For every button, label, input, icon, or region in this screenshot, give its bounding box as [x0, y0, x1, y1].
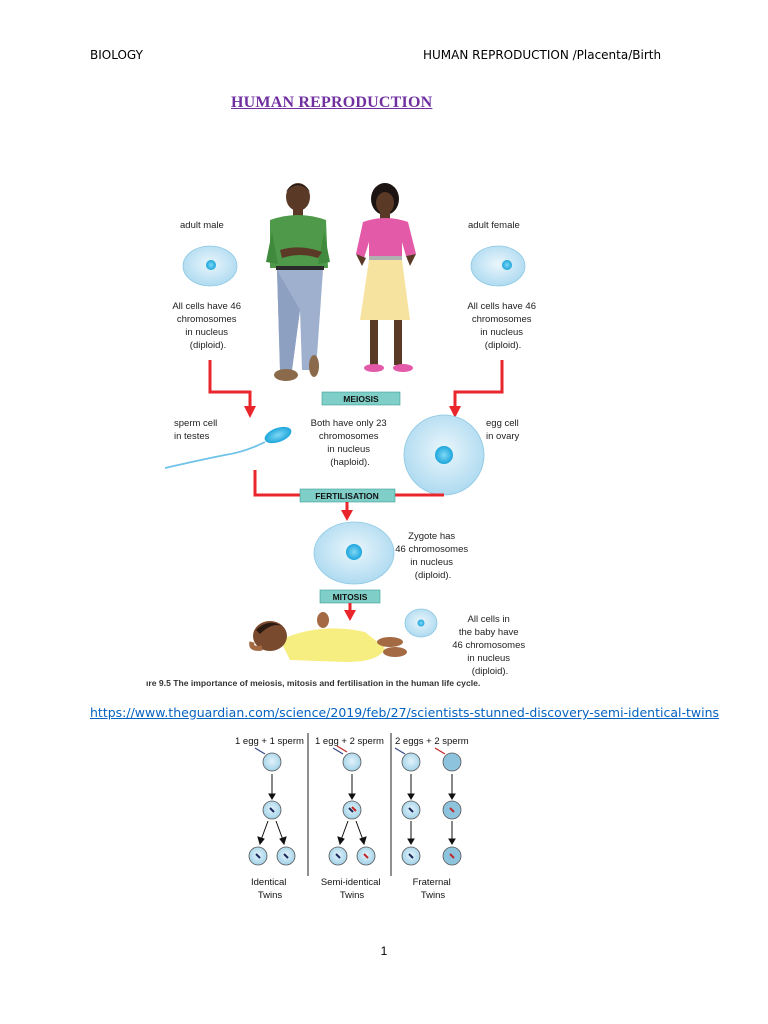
baby-figure [249, 612, 407, 662]
life-cycle-diagram: adult male adult female All cells have 4… [146, 183, 538, 688]
col1-label: Identical Twins [251, 877, 289, 901]
baby-cell [404, 608, 438, 638]
twins-diagram: 1 egg + 1 sperm 1 egg + 2 sperm 2 eggs +… [235, 733, 469, 901]
adult-male-figure [266, 183, 330, 381]
meiosis-label: MEIOSIS [343, 394, 379, 404]
header-left: BIOLOGY [90, 48, 143, 62]
sperm-marks [254, 745, 446, 755]
arrow-to-egg [449, 406, 461, 418]
meiosis-arrows [208, 360, 504, 408]
fertilisation-label: FERTILISATION [315, 491, 379, 501]
col3-header: 2 eggs + 2 sperm [395, 736, 469, 747]
col2-cells [328, 752, 376, 866]
col1-header: 1 egg + 1 sperm [235, 736, 304, 747]
guardian-article-link[interactable]: https://www.theguardian.com/science/2019… [90, 705, 720, 720]
fertilisation-box: FERTILISATION [299, 488, 396, 503]
fertilisation-arrows [253, 470, 444, 497]
twins-arrows [257, 774, 456, 846]
nuclei-marks [255, 806, 455, 859]
arrow-to-zygote [341, 510, 353, 521]
egg-label: egg cell in ovary [486, 418, 521, 442]
egg-cell [403, 414, 485, 496]
arrow-to-sperm [244, 406, 256, 418]
figure-caption: ıre 9.5 The importance of meiosis, mitos… [146, 678, 480, 688]
zygote-cell [313, 521, 395, 585]
col3-label: Fraternal Twins [413, 877, 454, 901]
mitosis-box: MITOSIS [319, 589, 381, 604]
mitosis-label: MITOSIS [333, 592, 368, 602]
meiosis-box: MEIOSIS [321, 391, 401, 406]
adult-female-figure [356, 183, 416, 372]
male-label: adult male [180, 220, 224, 231]
female-cells-text: All cells have 46 chromosomes in nucleus… [467, 301, 538, 351]
female-label: adult female [468, 220, 520, 231]
sperm-label: sperm cell in testes [174, 418, 220, 442]
female-cell [470, 245, 526, 287]
page-number: 1 [380, 944, 388, 958]
document-title: HUMAN REPRODUCTION [231, 94, 433, 111]
zygote-text: Zygote has 46 chromosomes in nucleus (di… [395, 531, 471, 581]
male-cell [182, 245, 238, 287]
baby-cells-text: All cells in the baby have 46 chromosome… [452, 614, 528, 677]
arrow-to-baby [344, 610, 356, 621]
male-cells-text: All cells have 46 chromosomes in nucleus… [172, 301, 243, 351]
col2-header: 1 egg + 2 sperm [315, 736, 384, 747]
header-right: HUMAN REPRODUCTION /Placenta/Birth [423, 48, 662, 62]
haploid-text: Both have only 23 chromosomes in nucleus… [311, 418, 390, 468]
col2-label: Semi-identical Twins [321, 877, 383, 901]
sperm-cell [164, 426, 292, 469]
